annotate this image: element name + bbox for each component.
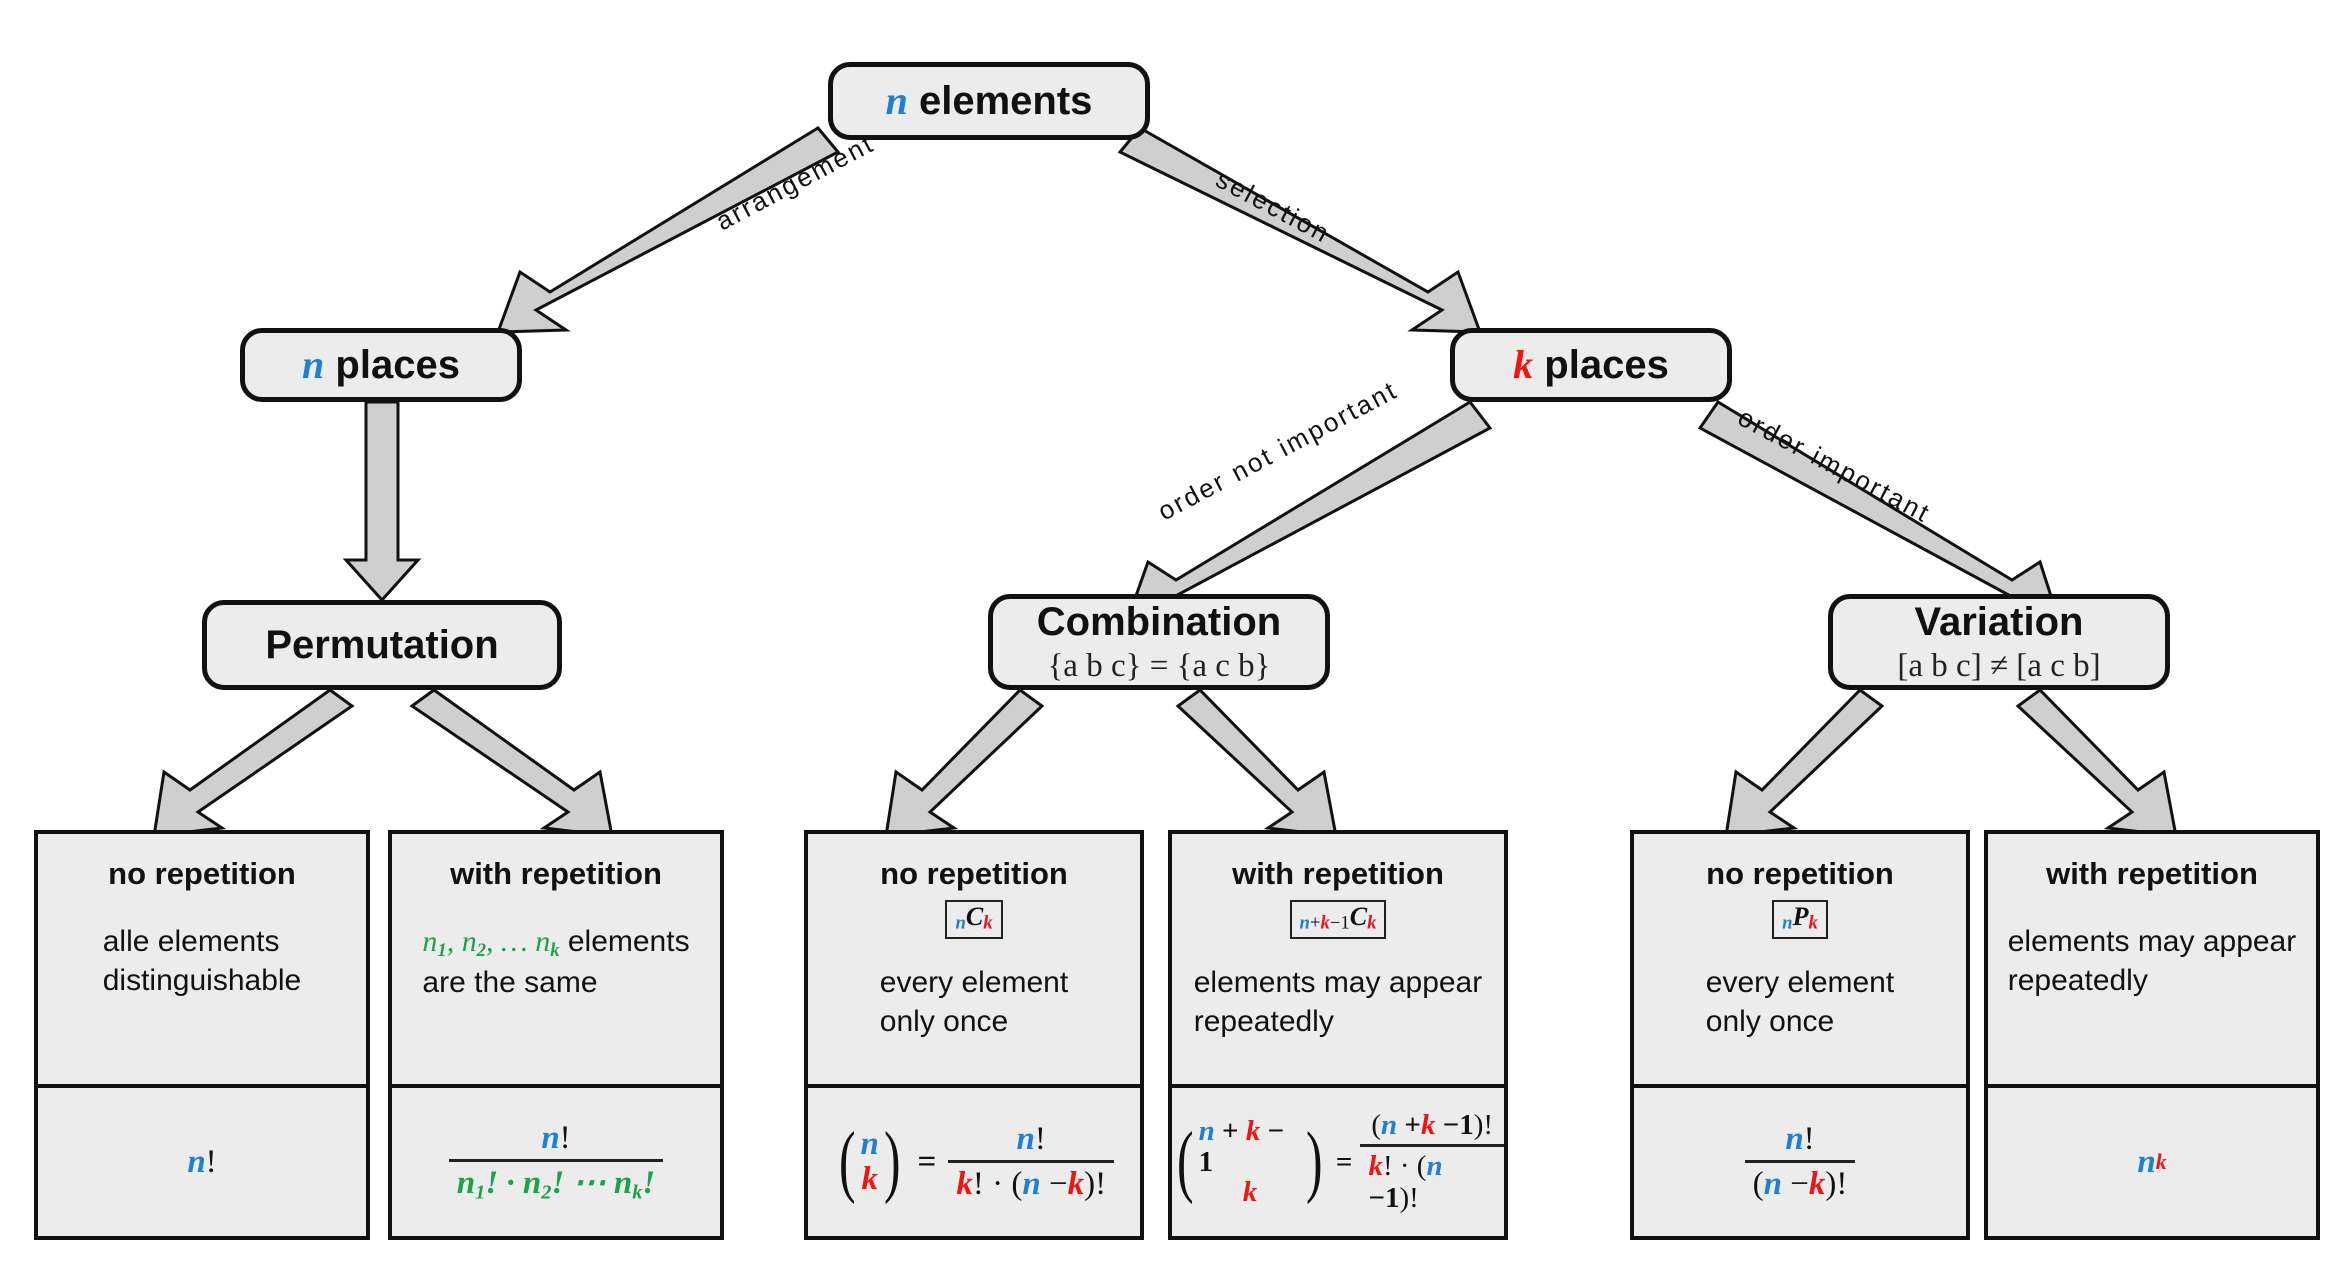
card-formula: n! <box>187 1143 217 1180</box>
node-permutation-title: Permutation <box>265 623 499 667</box>
card-combination-with-repetition[interactable]: with repetition n+k−1Ck elements may app… <box>1168 830 1508 1240</box>
binomial-npk-1-k: ( n + k − 1 k ) <box>1177 1115 1323 1209</box>
node-variation-title: Variation <box>1914 599 2084 644</box>
node-combination-title: Combination <box>1036 599 1282 644</box>
var-k: k <box>1513 342 1534 387</box>
card-top: with repetition n+k−1Ck elements may app… <box>1172 834 1504 1088</box>
var-n: n <box>885 78 908 123</box>
card-heading: with repetition <box>1232 856 1444 891</box>
var-n: n <box>302 342 325 387</box>
node-combination[interactable]: Combination {a b c} = {a c b} <box>988 594 1330 690</box>
node-combination-subtitle: {a b c} = {a c b} <box>1047 647 1271 684</box>
arrow-perm-with-rep <box>409 688 614 838</box>
arrow-selection <box>1117 126 1483 334</box>
node-k-places[interactable]: k places <box>1450 328 1732 402</box>
badge-nplusk-1Ck: n+k−1Ck <box>1289 899 1387 939</box>
node-n-elements-text: elements <box>907 79 1093 123</box>
node-n-places-text: places <box>324 343 460 387</box>
node-n-places-label: n places <box>302 342 460 388</box>
arrow-nplaces-permutation <box>342 400 422 603</box>
arrow-var-with-rep <box>2015 688 2178 838</box>
arrow-comb-with-rep <box>1175 688 1338 838</box>
card-heading: with repetition <box>450 856 662 891</box>
node-variation-subtitle: [a b c] ≠ [a c b] <box>1897 647 2101 684</box>
node-n-elements[interactable]: n elements <box>828 62 1150 140</box>
arrow-comb-no-rep <box>884 688 1045 838</box>
card-heading: no repetition <box>880 856 1068 891</box>
node-n-elements-label: n elements <box>885 78 1093 124</box>
node-n-places[interactable]: n places <box>240 328 522 402</box>
node-permutation[interactable]: Permutation <box>202 600 562 690</box>
card-heading: with repetition <box>2046 856 2258 891</box>
node-k-places-text: places <box>1533 343 1669 387</box>
card-heading: no repetition <box>108 856 296 891</box>
arrow-var-no-rep <box>1724 688 1885 838</box>
arrow-arrangement <box>495 126 841 334</box>
badge-nCk: nCk <box>945 899 1003 939</box>
arrow-perm-no-rep <box>152 688 355 838</box>
badge-nPk: nPk <box>1772 899 1828 939</box>
card-formula: ( n + k − 1 k ) = (n +k −1)! k! <box>1172 1088 1504 1236</box>
card-formula: n! (n −k)! <box>1634 1088 1966 1236</box>
card-formula: n! n1! · n2! ⋯ nk! <box>392 1088 720 1236</box>
node-k-places-label: k places <box>1513 342 1669 388</box>
node-variation[interactable]: Variation [a b c] ≠ [a c b] <box>1828 594 2170 690</box>
card-heading: no repetition <box>1706 856 1894 891</box>
